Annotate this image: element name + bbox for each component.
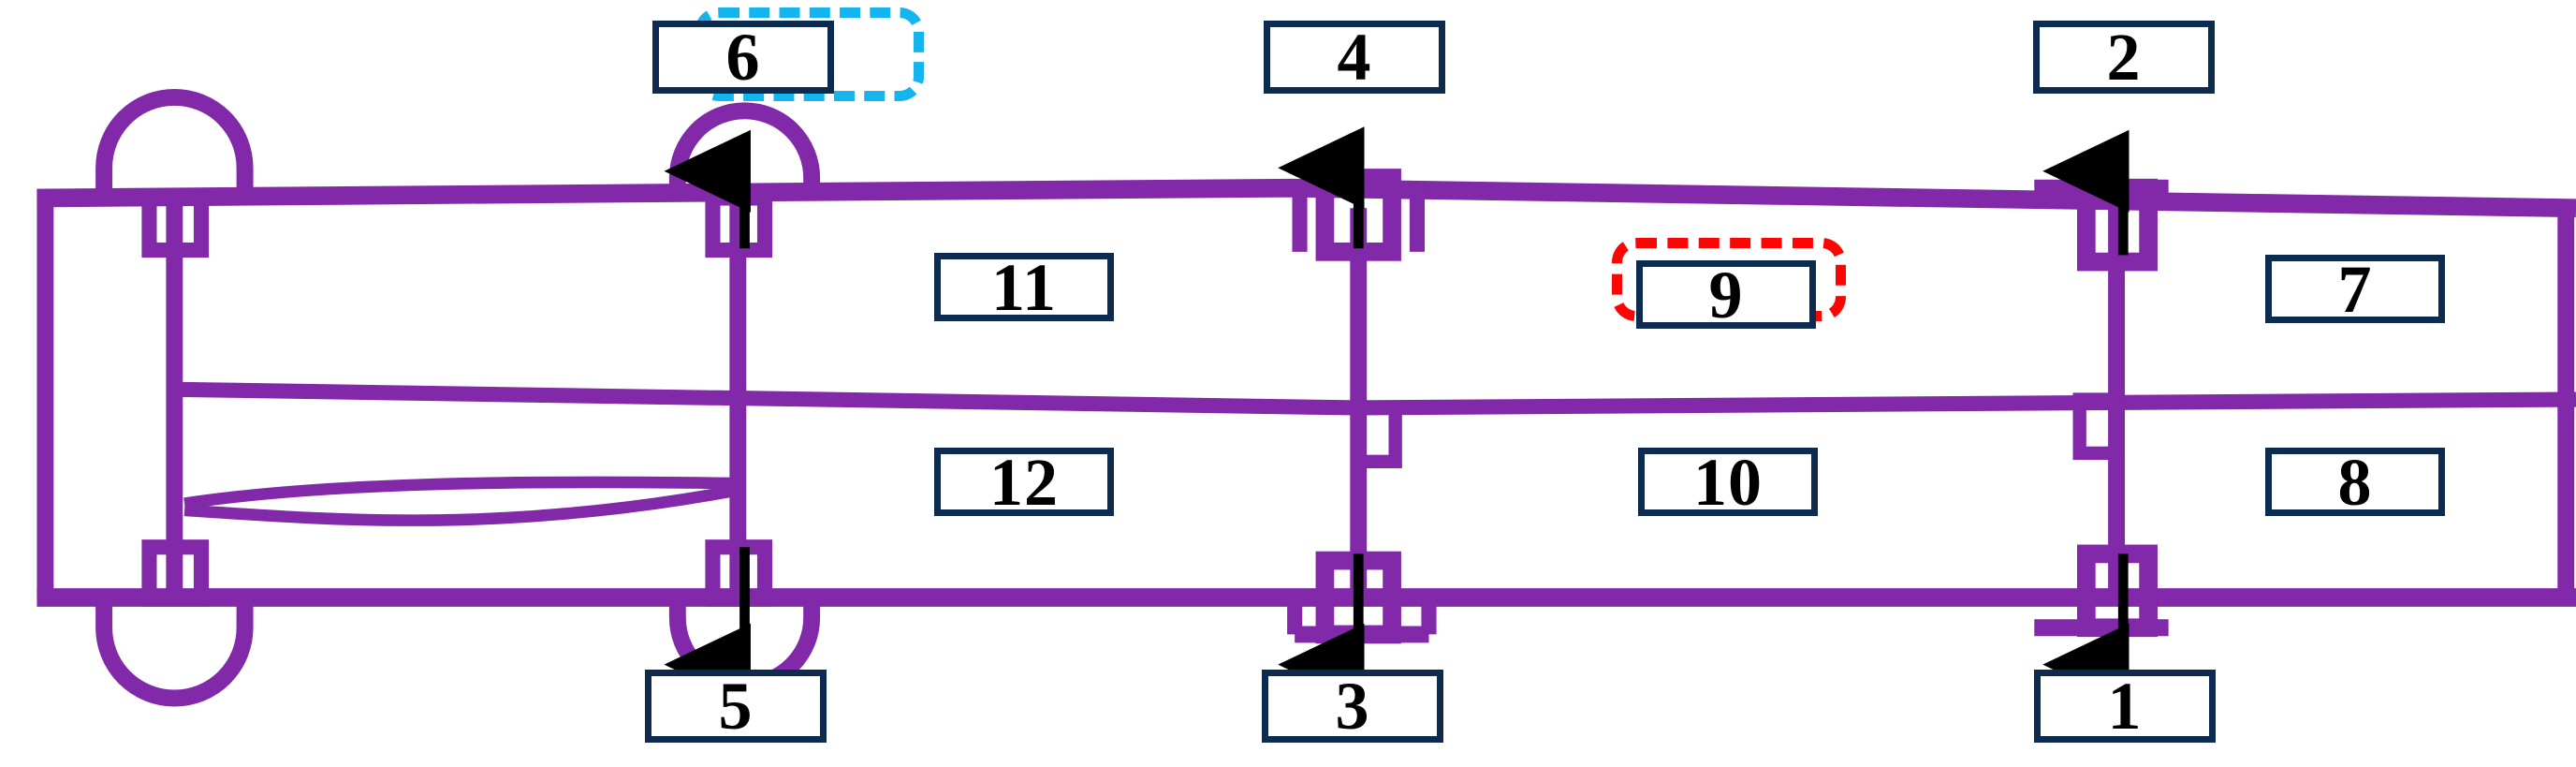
callout-arrows bbox=[664, 126, 2130, 706]
callout-box-7[interactable]: 7 bbox=[2265, 255, 2445, 323]
bearing-arc-bottom-left bbox=[95, 597, 254, 707]
leaf-spring-lower bbox=[183, 484, 739, 526]
bearing-arc-top-left bbox=[95, 89, 254, 199]
callout-box-12[interactable]: 12 bbox=[934, 448, 1114, 516]
frame-linework bbox=[37, 89, 2576, 707]
clamp-left-inner-bottom bbox=[141, 539, 210, 607]
clamp-b-middle bbox=[1352, 401, 1402, 469]
clamp-c-middle bbox=[2072, 392, 2124, 461]
callout-box-6[interactable]: 6 bbox=[652, 21, 834, 94]
callout-box-5[interactable]: 5 bbox=[645, 670, 827, 743]
callout-box-10[interactable]: 10 bbox=[1638, 448, 1818, 516]
callout-box-1[interactable]: 1 bbox=[2034, 670, 2216, 743]
callout-box-2[interactable]: 2 bbox=[2033, 21, 2215, 94]
callout-box-8[interactable]: 8 bbox=[2265, 448, 2445, 516]
leaf-spring-upper bbox=[183, 476, 739, 509]
clamp-left-inner-top bbox=[141, 190, 210, 258]
callout-box-3[interactable]: 3 bbox=[1262, 670, 1443, 743]
clamp-a-bottom bbox=[705, 539, 773, 607]
callout-box-9[interactable]: 9 bbox=[1636, 260, 1816, 329]
callout-box-11[interactable]: 11 bbox=[934, 253, 1114, 321]
callout-box-4[interactable]: 4 bbox=[1264, 21, 1445, 94]
